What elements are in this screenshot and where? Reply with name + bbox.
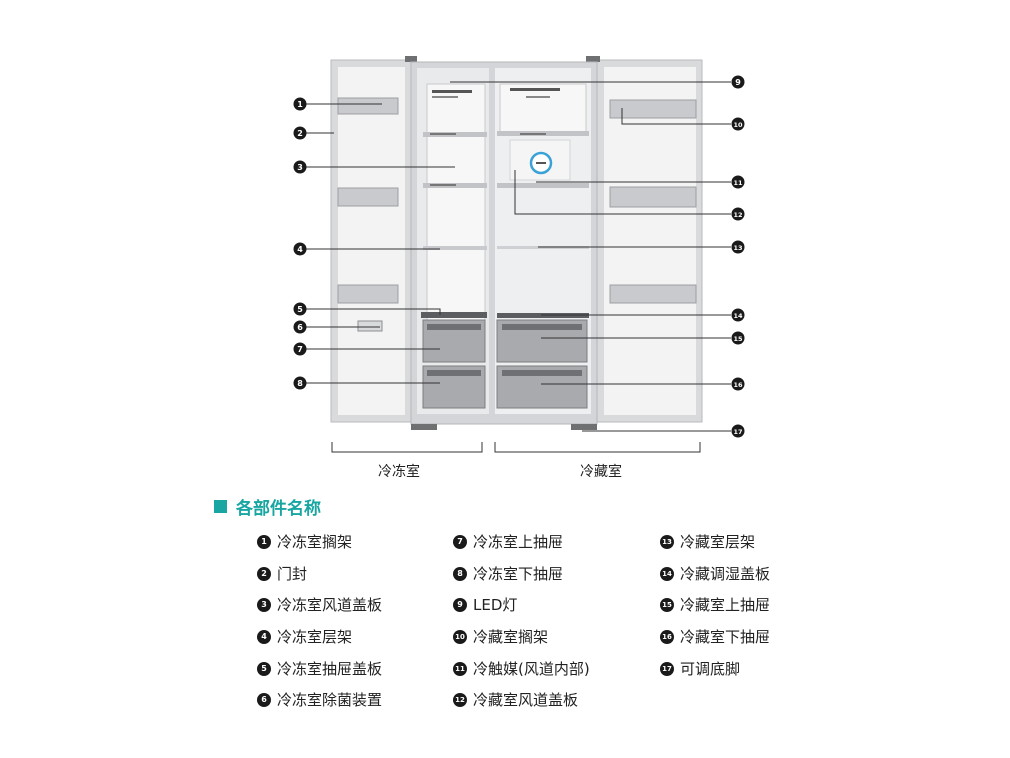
svg-text:14: 14: [733, 312, 743, 320]
legend-item-12: 12 冷藏室风道盖板: [453, 689, 578, 710]
legend-item-10: 10 冷藏室搁架: [453, 626, 548, 647]
legend-item-1: 1 冷冻室搁架: [257, 531, 352, 552]
section-title: 各部件名称: [214, 494, 321, 519]
callout-4: 4: [293, 242, 307, 256]
svg-text:3: 3: [297, 163, 303, 172]
legend-number: 2: [257, 566, 271, 581]
legend-item-6: 6 冷冻室除菌装置: [257, 689, 382, 710]
callout-6: 6: [293, 320, 307, 334]
svg-text:10: 10: [733, 121, 743, 129]
callout-15: 15: [731, 331, 745, 345]
fridge-label: 冷藏室: [580, 464, 622, 480]
square-icon: [214, 500, 227, 513]
legend-number: 17: [660, 661, 674, 676]
legend-item-5: 5 冷冻室抽屉盖板: [257, 658, 382, 679]
legend-text: 冷藏调湿盖板: [680, 565, 771, 583]
svg-text:6: 6: [297, 323, 303, 332]
legend-number: 1: [257, 534, 271, 549]
svg-text:8: 8: [297, 379, 303, 388]
svg-text:9: 9: [735, 78, 741, 87]
svg-text:15: 15: [733, 335, 743, 343]
legend-number: 9: [453, 597, 467, 612]
callout-5: 5: [293, 302, 307, 316]
legend-number: 7: [453, 534, 467, 549]
legend-text: 冷冻室下抽屉: [473, 565, 564, 583]
legend-text: 冷触媒(风道内部): [473, 660, 590, 678]
svg-text:7: 7: [297, 345, 303, 354]
legend-item-11: 11 冷触媒(风道内部): [453, 658, 590, 679]
legend-item-14: 14 冷藏调湿盖板: [660, 563, 770, 584]
legend-number: 15: [660, 597, 674, 612]
legend-number: 12: [453, 692, 467, 707]
legend-text: LED灯: [473, 596, 518, 614]
legend-item-9: 9 LED灯: [453, 594, 517, 615]
svg-text:11: 11: [733, 179, 743, 187]
legend-text: 可调底脚: [680, 660, 741, 678]
callout-8: 8: [293, 376, 307, 390]
legend-text: 冷冻室层架: [277, 628, 353, 646]
legend-text: 冷藏室风道盖板: [473, 691, 579, 709]
legend-number: 6: [257, 692, 271, 707]
legend-item-3: 3 冷冻室风道盖板: [257, 594, 382, 615]
callout-16: 16: [731, 377, 745, 391]
legend-number: 13: [660, 534, 674, 549]
svg-text:17: 17: [733, 428, 742, 436]
svg-text:12: 12: [733, 211, 742, 219]
legend-number: 3: [257, 597, 271, 612]
svg-text:4: 4: [297, 245, 303, 254]
callout-7: 7: [293, 342, 307, 356]
legend-text: 冷冻室风道盖板: [277, 596, 383, 614]
legend-text: 冷冻室抽屉盖板: [277, 660, 383, 678]
legend-item-4: 4 冷冻室层架: [257, 626, 352, 647]
callout-11: 11: [731, 175, 745, 189]
callout-14: 14: [731, 308, 745, 322]
svg-text:1: 1: [297, 100, 303, 109]
callout-2: 2: [293, 126, 307, 140]
legend-item-7: 7 冷冻室上抽屉: [453, 531, 563, 552]
legend-number: 8: [453, 566, 467, 581]
svg-text:16: 16: [733, 381, 743, 389]
legend-text: 冷冻室搁架: [277, 533, 353, 551]
legend-number: 11: [453, 661, 467, 676]
section-brackets: [331, 442, 701, 453]
legend-item-15: 15 冷藏室上抽屉: [660, 594, 770, 615]
callout-1: 1: [293, 97, 307, 111]
callout-9: 9: [731, 75, 745, 89]
legend-item-17: 17 可调底脚: [660, 658, 740, 679]
svg-text:13: 13: [733, 244, 742, 252]
legend-text: 冷藏室搁架: [473, 628, 549, 646]
section-title-text: 各部件名称: [236, 499, 321, 519]
legend-text: 冷藏室下抽屉: [680, 628, 771, 646]
callout-3: 3: [293, 160, 307, 174]
callout-13: 13: [731, 240, 745, 254]
callout-10: 10: [731, 117, 745, 131]
legend-item-8: 8 冷冻室下抽屉: [453, 563, 563, 584]
legend-text: 冷藏室层架: [680, 533, 756, 551]
legend-number: 5: [257, 661, 271, 676]
freezer-label: 冷冻室: [378, 464, 420, 480]
callout-12: 12: [731, 207, 745, 221]
legend-item-2: 2 门封: [257, 563, 307, 584]
legend-number: 10: [453, 629, 467, 644]
legend-number: 4: [257, 629, 271, 644]
legend-text: 冷藏室上抽屉: [680, 596, 771, 614]
legend-text: 门封: [277, 565, 308, 583]
legend-number: 16: [660, 629, 674, 644]
svg-text:5: 5: [297, 305, 303, 314]
svg-text:2: 2: [297, 129, 303, 138]
callout-17: 17: [731, 424, 745, 438]
leader-lines: [306, 81, 731, 432]
legend-item-16: 16 冷藏室下抽屉: [660, 626, 770, 647]
legend-item-13: 13 冷藏室层架: [660, 531, 755, 552]
legend-text: 冷冻室上抽屉: [473, 533, 564, 551]
legend-number: 14: [660, 566, 674, 581]
legend-text: 冷冻室除菌装置: [277, 691, 383, 709]
fridge-illustration: [330, 56, 703, 430]
